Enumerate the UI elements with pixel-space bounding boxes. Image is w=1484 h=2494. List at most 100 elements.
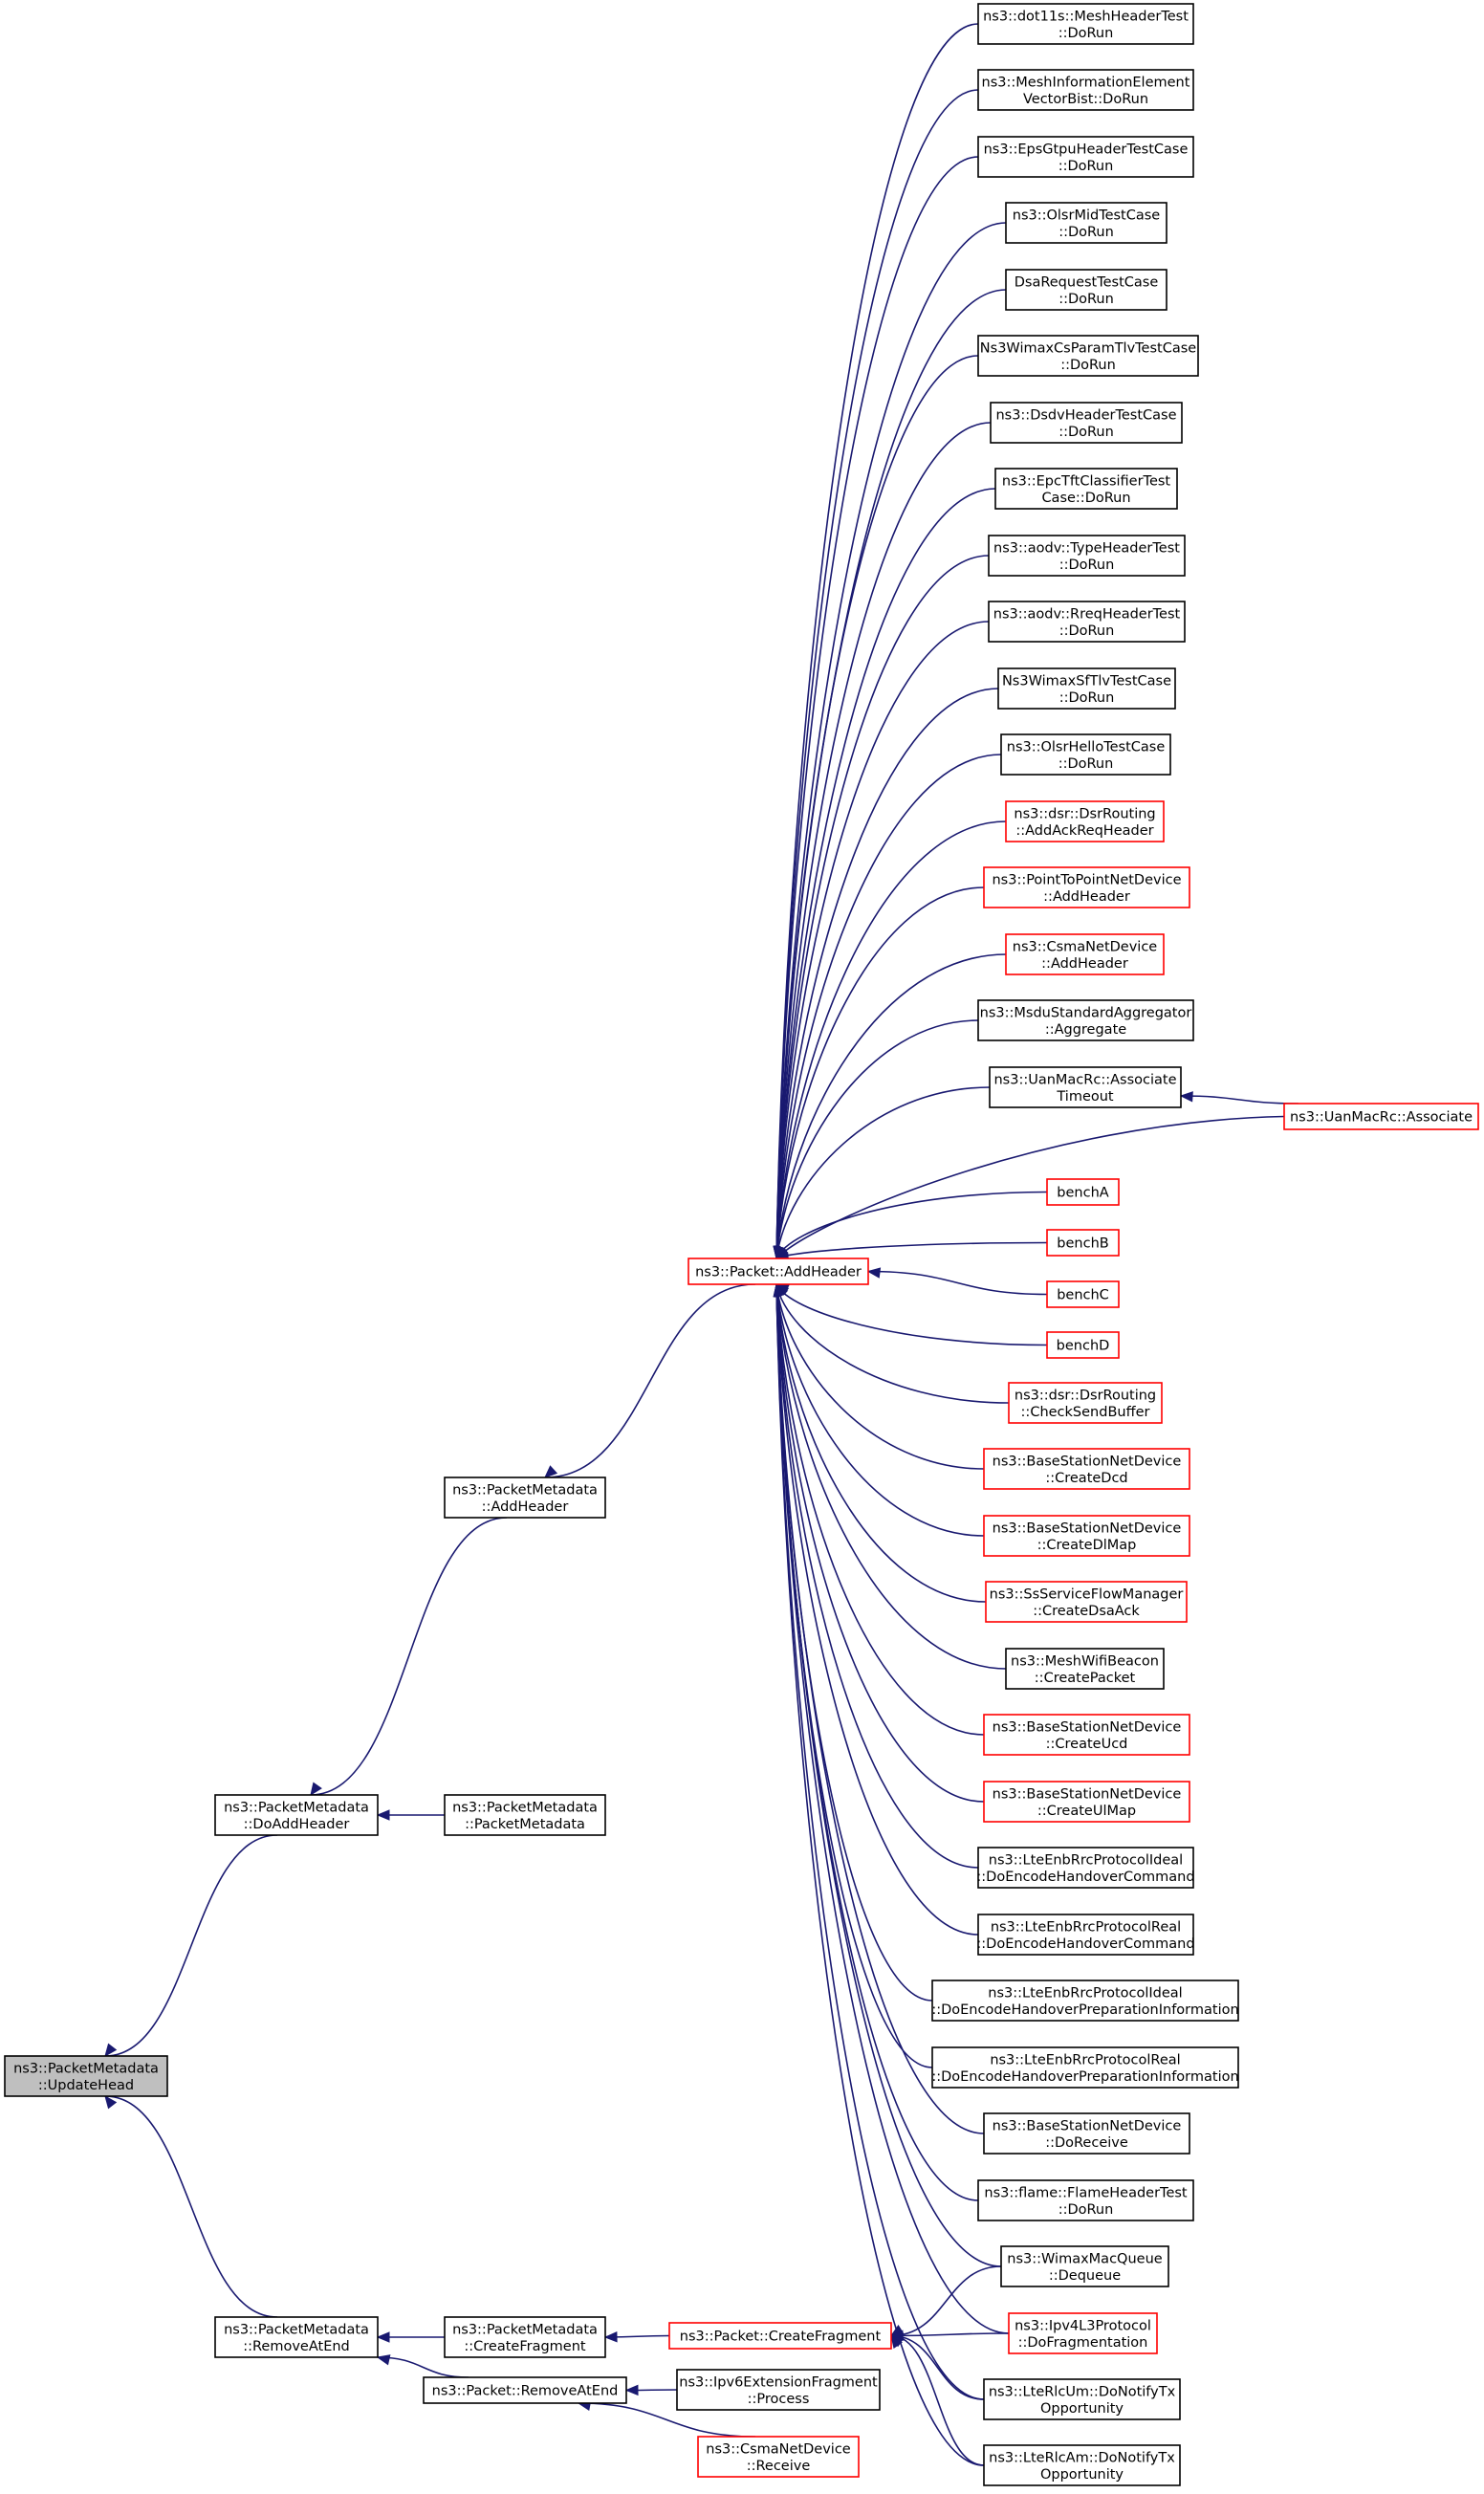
node-c13[interactable]: ns3::dsr::DsrRouting::AddAckReqHeader: [1005, 800, 1165, 842]
edge-line: [775, 1283, 1007, 1670]
edge-pm-doaddheader-to-root: [104, 1834, 278, 2058]
node-pm-createfragment[interactable]: ns3::PacketMetadata::CreateFragment: [444, 2316, 606, 2358]
node-label-line: ns3::DsdvHeaderTestCase: [995, 407, 1176, 423]
node-c30[interactable]: ns3::LteEnbRrcProtocolReal::DoEncodeHand…: [976, 1914, 1195, 1956]
node-c27[interactable]: ns3::BaseStationNetDevice::CreateUcd: [983, 1714, 1190, 1756]
edge-line: [775, 355, 979, 1259]
node-box: [983, 1448, 1190, 1490]
node-c20[interactable]: benchC: [1046, 1280, 1120, 1308]
node-c36[interactable]: ns3::Ipv4L3Protocol::DoFragmentation: [1008, 2312, 1158, 2354]
edge-line: [775, 1019, 979, 1259]
node-c29[interactable]: ns3::LteEnbRrcProtocolIdeal::DoEncodeHan…: [976, 1847, 1195, 1889]
arrowhead: [890, 2334, 903, 2350]
node-label-line: ::AddHeader: [482, 1499, 569, 1515]
node-c09[interactable]: ns3::aodv::TypeHeaderTest::DoRun: [988, 535, 1186, 577]
arrowhead: [376, 1809, 390, 1821]
edge-c38-to-p-createfragment: [890, 2334, 985, 2466]
node-p-addheader[interactable]: ns3::Packet::AddHeader: [687, 1258, 869, 1285]
node-p-createfragment[interactable]: ns3::Packet::CreateFragment: [668, 2322, 892, 2350]
edge-c35-to-p-addheader: [774, 1282, 1002, 2267]
node-c04[interactable]: ns3::OlsrMidTestCase::DoRun: [1005, 202, 1168, 244]
edge-line: [775, 555, 990, 1259]
node-p-removeatend[interactable]: ns3::Packet::RemoveAtEnd: [423, 2376, 627, 2404]
node-c21[interactable]: benchD: [1046, 1331, 1120, 1359]
node-c14[interactable]: ns3::PointToPointNetDevice::AddHeader: [983, 866, 1190, 908]
node-c19[interactable]: benchB: [1046, 1229, 1120, 1257]
edge-c27-to-p-addheader: [775, 1282, 985, 1736]
arrowhead: [376, 2331, 390, 2343]
arrowhead: [104, 2094, 118, 2110]
node-label-line: ns3::PointToPointNetDevice: [992, 872, 1181, 887]
node-label-line: ns3::LteRlcUm::DoNotifyTx: [989, 2384, 1176, 2399]
node-pm-removeatend[interactable]: ns3::PacketMetadata::RemoveAtEnd: [214, 2316, 379, 2358]
node-label-line: ns3::CsmaNetDevice: [1013, 939, 1158, 954]
node-c02[interactable]: ns3::MeshInformationElementVectorBist::D…: [977, 69, 1194, 111]
node-label-line: ::RemoveAtEnd: [243, 2339, 350, 2354]
node-c31[interactable]: ns3::LteEnbRrcProtocolIdeal::DoEncodeHan…: [931, 1980, 1239, 2022]
edge-line: [775, 1191, 1048, 1259]
node-c11[interactable]: Ns3WimaxSfTlvTestCase::DoRun: [997, 667, 1176, 710]
node-label-line: ::DoFragmentation: [1018, 2335, 1148, 2351]
node-c23[interactable]: ns3::BaseStationNetDevice::CreateDcd: [983, 1448, 1190, 1490]
node-pm-addheader[interactable]: ns3::PacketMetadata::AddHeader: [444, 1477, 606, 1519]
node-c18[interactable]: benchA: [1046, 1178, 1120, 1206]
edge-line: [775, 1283, 985, 2400]
arrowhead: [866, 1267, 882, 1279]
node-label-line: ns3::BaseStationNetDevice: [993, 1786, 1182, 1802]
node-root[interactable]: ns3::PacketMetadata::UpdateHead: [4, 2055, 168, 2097]
node-box: [931, 2046, 1239, 2089]
node-uan-associate[interactable]: ns3::UanMacRc::Associate: [1283, 1103, 1479, 1130]
edge-line: [890, 2334, 985, 2466]
node-label-line: ns3::UanMacRc::Associate: [1290, 1110, 1473, 1126]
node-box: [977, 1847, 1194, 1889]
node-box: [4, 2055, 168, 2097]
node-csma-receive[interactable]: ns3::CsmaNetDevice::Receive: [697, 2436, 860, 2478]
node-pm-doaddheader[interactable]: ns3::PacketMetadata::DoAddHeader: [214, 1794, 379, 1836]
node-label-line: benchB: [1057, 1236, 1108, 1252]
node-c25[interactable]: ns3::SsServiceFlowManager::CreateDsaAck: [985, 1581, 1188, 1623]
node-label-line: ::DoRun: [1059, 690, 1115, 706]
node-box: [676, 2369, 881, 2411]
node-c15[interactable]: ns3::CsmaNetDevice::AddHeader: [1005, 933, 1165, 975]
node-label-line: ::CreateDlMap: [1037, 1538, 1137, 1553]
node-label-line: ::CreatePacket: [1035, 1671, 1136, 1686]
node-label-line: ns3::OlsrHelloTestCase: [1007, 739, 1166, 755]
node-c01[interactable]: ns3::dot11s::MeshHeaderTest::DoRun: [977, 3, 1194, 45]
node-c05[interactable]: DsaRequestTestCase::DoRun: [1005, 269, 1168, 311]
node-box: [1005, 800, 1165, 842]
node-c33[interactable]: ns3::BaseStationNetDevice::DoReceive: [983, 2112, 1190, 2155]
node-c03[interactable]: ns3::EpsGtpuHeaderTestCase::DoRun: [977, 136, 1194, 178]
node-c12[interactable]: ns3::OlsrHelloTestCase::DoRun: [1000, 733, 1171, 776]
node-label-line: ns3::LteEnbRrcProtocolReal: [991, 1919, 1181, 1935]
node-label-line: ::DoRun: [1059, 558, 1115, 573]
node-box: [1000, 2245, 1169, 2287]
node-c07[interactable]: ns3::DsdvHeaderTestCase::DoRun: [990, 402, 1183, 444]
node-label-line: ::PacketMetadata: [465, 1817, 585, 1832]
arrowhead: [1179, 1091, 1193, 1103]
edge-line: [775, 1283, 1010, 2334]
edge-line: [377, 2356, 469, 2378]
node-c34[interactable]: ns3::flame::FlameHeaderTest::DoRun: [977, 2179, 1194, 2221]
arrowhead: [310, 1782, 322, 1797]
node-box: [989, 1066, 1182, 1108]
node-box: [444, 1477, 606, 1519]
node-c10[interactable]: ns3::aodv::RreqHeaderTest::DoRun: [988, 601, 1186, 643]
node-c26[interactable]: ns3::MeshWifiBeacon::CreatePacket: [1005, 1648, 1165, 1690]
node-pm-packetmetadata[interactable]: ns3::PacketMetadata::PacketMetadata: [444, 1794, 606, 1836]
node-box: [931, 1980, 1239, 2022]
node-c32[interactable]: ns3::LteEnbRrcProtocolReal::DoEncodeHand…: [931, 2046, 1239, 2089]
node-c06[interactable]: Ns3WimaxCsParamTlvTestCase::DoRun: [977, 335, 1199, 377]
node-c28[interactable]: ns3::BaseStationNetDevice::CreateUlMap: [983, 1781, 1190, 1823]
edge-line: [775, 23, 979, 1259]
node-ipv6ext[interactable]: ns3::Ipv6ExtensionFragment::Process: [676, 2369, 881, 2411]
edge-c16-to-p-addheader: [775, 1019, 979, 1259]
node-c24[interactable]: ns3::BaseStationNetDevice::CreateDlMap: [983, 1515, 1190, 1557]
node-c22[interactable]: ns3::dsr::DsrRouting::CheckSendBuffer: [1008, 1382, 1163, 1424]
node-c35[interactable]: ns3::WimaxMacQueue::Dequeue: [1000, 2245, 1169, 2287]
node-label-line: ::DoRun: [1058, 225, 1114, 240]
node-c16[interactable]: ns3::MsduStandardAggregator::Aggregate: [977, 999, 1194, 1041]
